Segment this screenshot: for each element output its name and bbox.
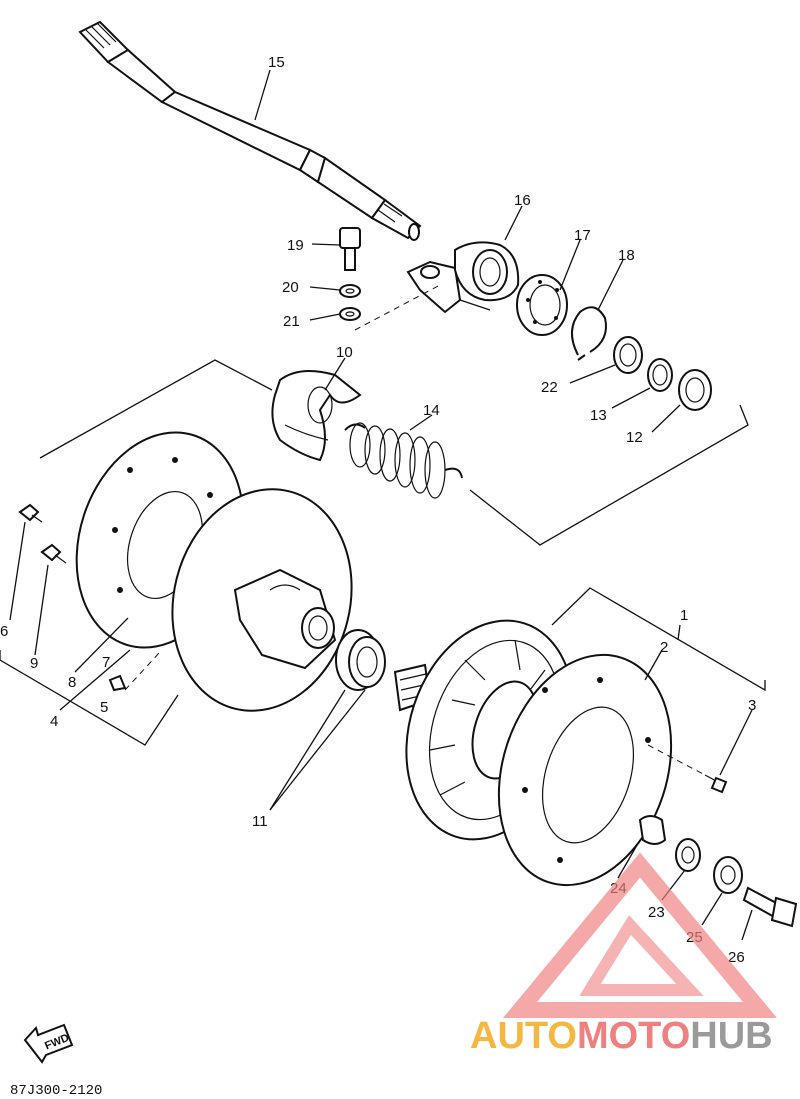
part-bolts-left xyxy=(18,503,161,692)
label-23: 23 xyxy=(648,904,665,921)
part-oil-seal xyxy=(335,629,386,691)
watermark-part1: AUTO xyxy=(470,1015,577,1057)
label-20: 20 xyxy=(282,279,299,296)
leader-lines xyxy=(9,69,753,941)
watermark-text: AUTOMOTOHUB xyxy=(470,1015,773,1057)
label-7: 7 xyxy=(102,654,110,671)
label-6: 6 xyxy=(0,623,8,640)
label-22: 22 xyxy=(541,379,558,396)
label-12: 12 xyxy=(626,429,643,446)
label-14: 14 xyxy=(423,402,440,419)
label-18: 18 xyxy=(618,247,635,264)
drawing-code: 87J300-2120 xyxy=(10,1083,102,1099)
label-5: 5 xyxy=(100,699,108,716)
label-1: 1 xyxy=(680,607,688,624)
watermark-triangle-icon xyxy=(502,852,778,1018)
label-26: 26 xyxy=(728,949,745,966)
part-bolt-right xyxy=(647,744,728,794)
label-2: 2 xyxy=(660,639,668,656)
part-secondary-sheave xyxy=(171,488,353,712)
label-16: 16 xyxy=(514,192,531,209)
label-19: 19 xyxy=(287,237,304,254)
label-10: 10 xyxy=(336,344,353,361)
label-11: 11 xyxy=(252,813,268,830)
label-9: 9 xyxy=(30,655,38,672)
assembly-bracket-upper xyxy=(39,359,749,546)
part-drive-shaft xyxy=(78,20,422,241)
part-bearing-housing xyxy=(406,241,520,314)
label-17: 17 xyxy=(574,227,591,244)
label-3: 3 xyxy=(748,697,756,714)
part-cover-plate xyxy=(497,653,673,887)
part-spring xyxy=(344,422,463,499)
label-4: 4 xyxy=(50,713,58,730)
label-8: 8 xyxy=(68,674,76,691)
label-21: 21 xyxy=(283,313,300,330)
watermark-logo xyxy=(502,852,778,1018)
part-circlip xyxy=(571,306,607,361)
watermark-part3: HUB xyxy=(690,1015,772,1057)
label-15: 15 xyxy=(268,54,285,71)
label-13: 13 xyxy=(590,407,607,424)
part-collars-and-washers xyxy=(613,336,712,411)
part-bearing xyxy=(516,274,568,336)
forward-arrow-icon: FWD xyxy=(23,1023,74,1064)
watermark-part2: MOTO xyxy=(577,1015,690,1057)
part-torque-cam xyxy=(271,370,362,462)
part-spacer-washers-bolt xyxy=(638,815,798,928)
